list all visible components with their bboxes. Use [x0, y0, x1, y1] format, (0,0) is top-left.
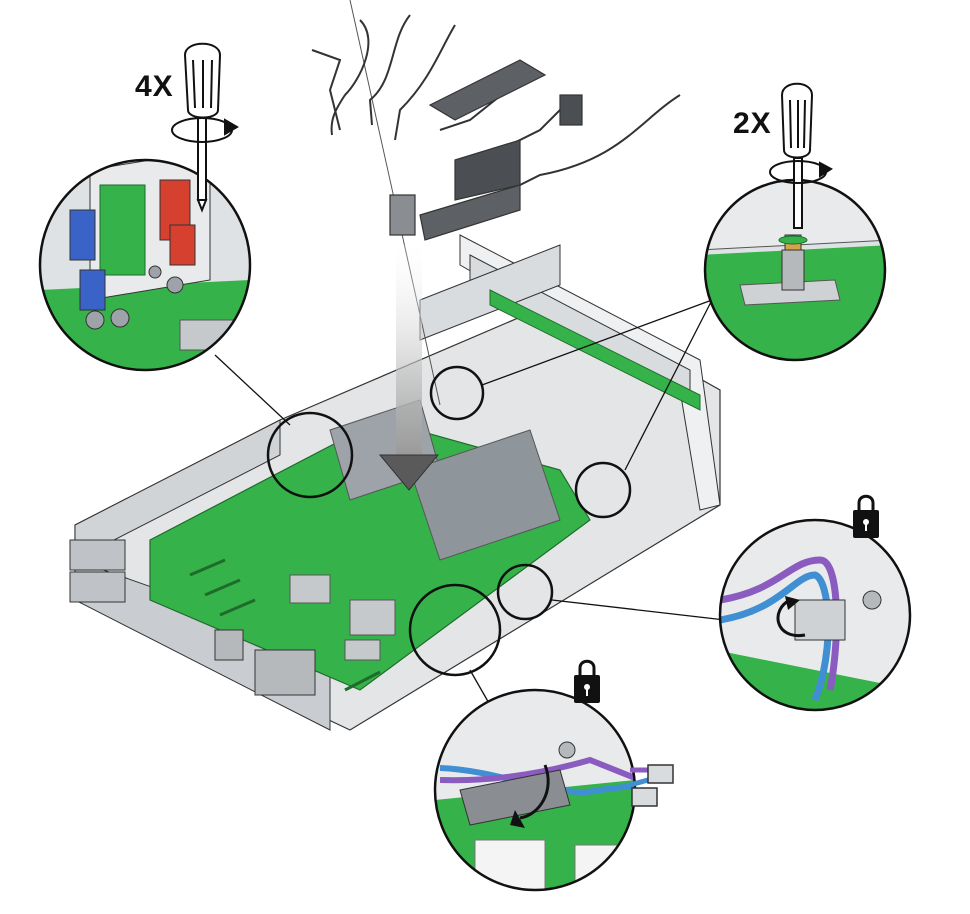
rotate-arrow-icon — [171, 117, 239, 143]
rotate-arrow-icon — [769, 160, 833, 184]
screwdriver-icon — [183, 42, 222, 213]
insert-arrow-icon — [378, 245, 440, 491]
detail-cable-clip-right — [718, 518, 912, 712]
blue-bracket — [69, 209, 96, 261]
detail-markers — [266, 365, 632, 677]
cable-bracket — [389, 59, 583, 241]
detail-cable-clip-bottom — [433, 688, 637, 892]
screwdriver-icon — [780, 82, 814, 229]
screw-count-label-right: 2X — [733, 107, 772, 140]
leader-lines — [214, 299, 726, 706]
cable-connectors — [629, 764, 674, 807]
screw-count-label-left: 4X — [135, 70, 174, 103]
padlock-icon — [574, 659, 600, 703]
detail-riser-screws — [38, 158, 252, 372]
padlock-icon — [853, 494, 879, 538]
